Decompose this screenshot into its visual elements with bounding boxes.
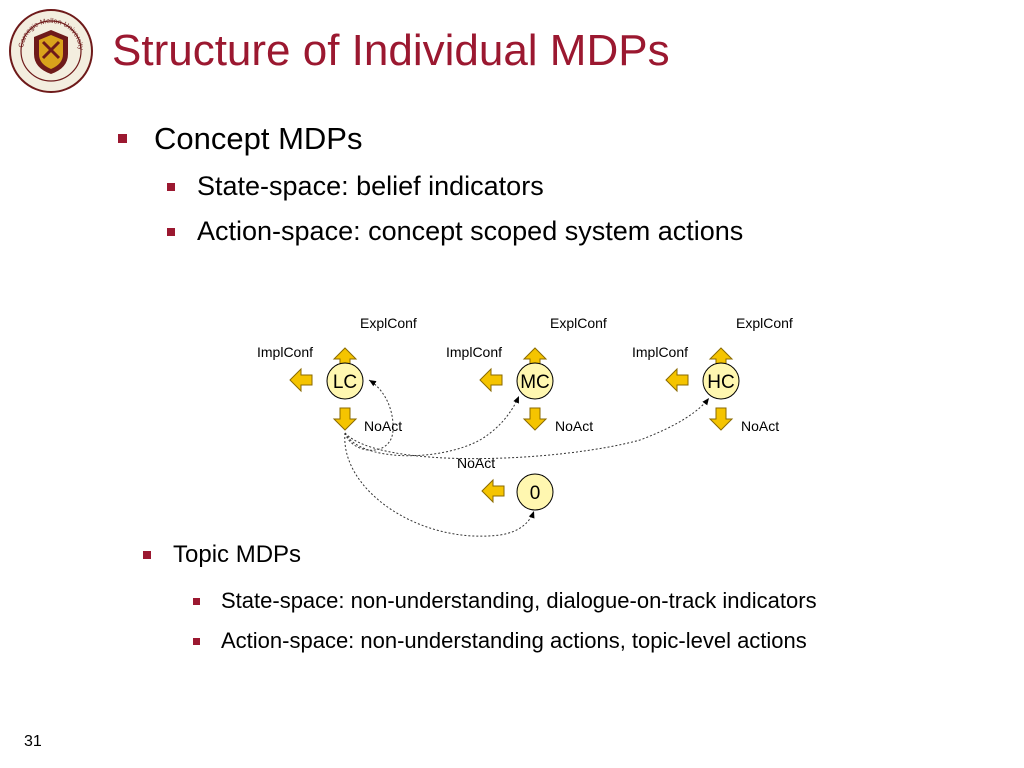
bullet-marker [193,598,200,605]
bullet-marker [143,551,151,559]
action-label-explconf: ExplConf [736,315,793,331]
transition-edges [344,379,710,537]
bullet-marker [167,183,175,191]
bullet-label: Action-space: non-understanding actions,… [221,628,807,653]
edge-lc-to-hc [344,397,710,460]
bullet-state-space: State-space: belief indicators [167,173,544,200]
node-label: MC [520,372,550,393]
bullet-label: Concept MDPs [154,121,363,156]
node-label: 0 [530,483,541,504]
bullet-marker [167,228,175,236]
action-label-noact: NoAct [555,418,593,434]
implconf-arrow-icon [289,368,313,392]
action-label-explconf: ExplConf [360,315,417,331]
implconf-arrow-icon [479,368,503,392]
action-label-noact: NoAct [364,418,402,434]
action-label-noact: NoAct [741,418,779,434]
slide-title: Structure of Individual MDPs [112,26,670,75]
node-hc: HC ExplConf ImplConf NoAct [632,315,793,434]
bullet-topic-action-space: Action-space: non-understanding actions,… [193,630,807,652]
action-label-implconf: ImplConf [257,344,313,360]
bullet-label: State-space: belief indicators [197,171,544,201]
bullet-topic-mdps: Topic MDPs [143,543,301,567]
slide-number: 31 [24,733,42,750]
state-node-circle [516,473,554,511]
action-label-implconf: ImplConf [632,344,688,360]
action-label-implconf: ImplConf [446,344,502,360]
node-label: LC [333,372,357,393]
bullet-label: Action-space: concept scoped system acti… [197,216,744,246]
action-label-noact: NoAct [457,455,495,471]
action-label-explconf: ExplConf [550,315,607,331]
state-node-circle [702,362,740,400]
noact-arrow-icon [709,407,733,431]
bullet-label: State-space: non-understanding, dialogue… [221,588,817,613]
noact-arrow-icon [523,407,547,431]
node-zero: 0 NoAct [457,455,554,511]
bullet-marker [118,134,127,143]
bullet-topic-state-space: State-space: non-understanding, dialogue… [193,590,817,612]
bullet-marker [193,638,200,645]
edge-lc-to-lc [344,379,394,451]
noact-arrow-icon [333,407,357,431]
node-lc: LC ExplConf ImplConf NoAct [257,315,417,434]
implconf-arrow-icon [665,368,689,392]
university-seal-logo: Carnegie Mellon University [9,9,93,93]
noact-arrow-icon [481,479,505,503]
node-label: HC [707,372,734,393]
edge-lc-to-zero [344,432,535,537]
bullet-concept-mdps: Concept MDPs [118,123,362,154]
node-mc: MC ExplConf ImplConf NoAct [446,315,607,434]
state-node-circle [516,362,554,400]
bullet-action-space: Action-space: concept scoped system acti… [167,218,743,245]
bullet-label: Topic MDPs [173,541,302,568]
state-node-circle [326,362,364,400]
